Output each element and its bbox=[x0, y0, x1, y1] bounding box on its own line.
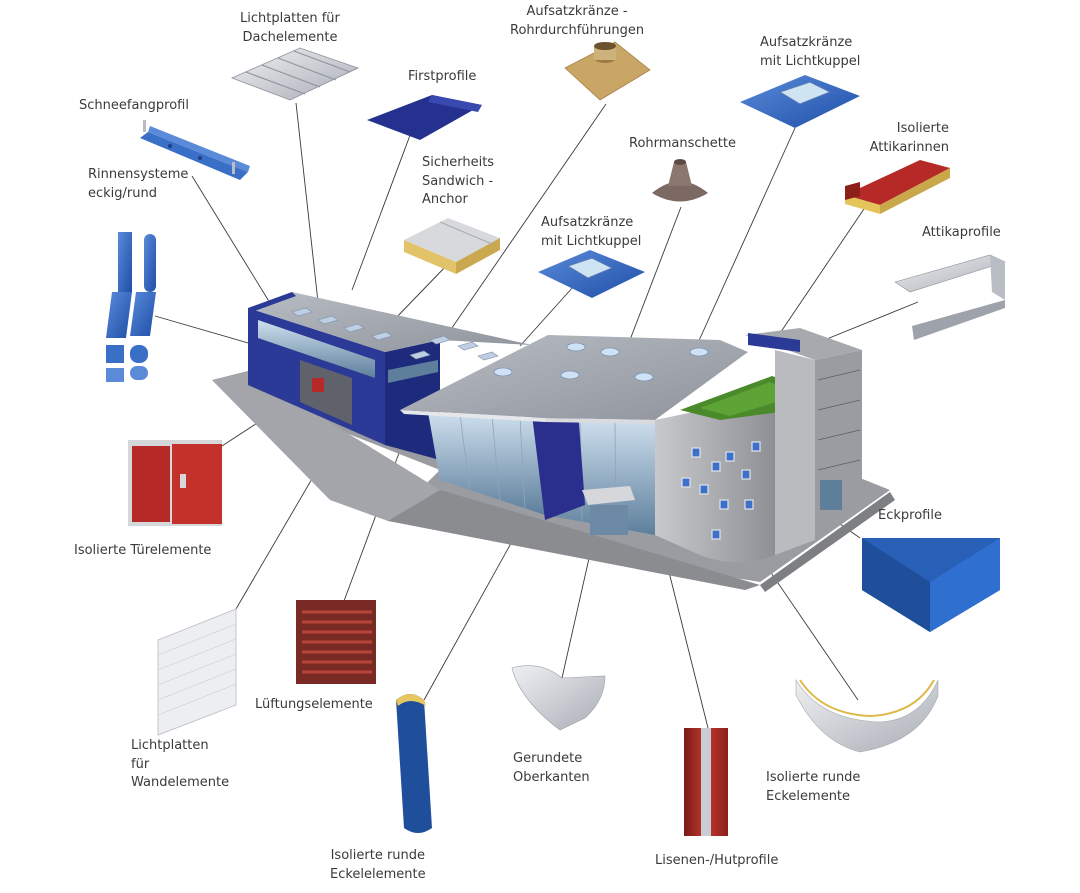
attikaprofile-icon bbox=[894, 254, 1006, 340]
leader-firstprofile bbox=[351, 121, 416, 291]
leader-gerundete bbox=[561, 544, 593, 679]
label-lisenen-hutprofile: Lisenen-/Hutprofile bbox=[655, 853, 779, 868]
blue-fin bbox=[532, 410, 585, 520]
leader-lichtplatten-dach bbox=[295, 102, 319, 303]
label-isolierte-runde-eckelemente-bottom: Isolierte runde Eckelelemente bbox=[330, 848, 426, 882]
leader-aufsatzkraenze-rohr bbox=[444, 103, 607, 339]
attikarinnen-icon bbox=[845, 160, 950, 214]
round-tower bbox=[655, 395, 775, 563]
label-firstprofile: Firstprofile bbox=[408, 69, 477, 84]
tuerelemente-icon bbox=[128, 440, 222, 526]
label-attikaprofile: Attikaprofile bbox=[922, 225, 1001, 240]
leader-rinnensysteme bbox=[154, 315, 256, 346]
lichtplatten-dach-icon bbox=[230, 47, 360, 101]
schneefangprofil-icon bbox=[140, 120, 250, 180]
leader-lisenen bbox=[663, 551, 709, 729]
glass-facade-left bbox=[428, 412, 545, 515]
label-aufsatzkraenze-lichtkuppel-mid: Aufsatzkränze mit Lichtkuppel bbox=[541, 215, 642, 249]
gerundete-oberkanten-icon bbox=[511, 665, 606, 731]
leader-attikaprofile bbox=[811, 301, 919, 346]
aufsatzkraenze-lichtkuppel-mid-icon bbox=[538, 250, 645, 298]
label-lueftungselemente: Lüftungselemente bbox=[255, 697, 373, 712]
label-lichtplatten-wand: Lichtplatten für Wandelemente bbox=[131, 738, 230, 790]
hall-roof bbox=[248, 292, 532, 352]
leader-aufsatzkraenze-top bbox=[696, 127, 796, 346]
label-rohrmanschette: Rohrmanschette bbox=[629, 136, 736, 151]
label-isolierte-tuerelemente: Isolierte Türelemente bbox=[74, 543, 212, 558]
eckprofile-icon bbox=[862, 538, 1000, 632]
firstprofile-icon bbox=[367, 95, 482, 140]
label-isolierte-attikarinnen: Isolierte Attikarinnen bbox=[869, 121, 949, 155]
aufsatzkraenze-lichtkuppel-top-icon bbox=[740, 75, 860, 128]
label-isolierte-runde-eckelemente-right: Isolierte runde Eckelemente bbox=[766, 770, 861, 804]
label-rinnensysteme: Rinnensysteme eckig/rund bbox=[88, 167, 189, 201]
leader-rohrmanschette bbox=[627, 206, 682, 346]
leader-attikarinnen bbox=[769, 202, 869, 349]
building bbox=[212, 292, 895, 592]
sicherheits-anchor-icon bbox=[404, 218, 500, 274]
lichtplatten-wand-icon bbox=[157, 608, 237, 736]
runde-eckelemente-right-icon bbox=[795, 678, 939, 753]
lueftungselemente-icon bbox=[296, 600, 376, 684]
runde-eckelemente-bottom-icon bbox=[396, 694, 432, 833]
leader-sicherheits bbox=[391, 263, 449, 323]
lisenen-hutprofile-icon bbox=[684, 728, 728, 836]
rinnensysteme-icon bbox=[106, 232, 156, 382]
label-lichtplatten-dach: Lichtplatten für Dachelemente bbox=[240, 11, 340, 45]
aufsatzkraenze-rohr-icon bbox=[564, 41, 651, 101]
label-sicherheits-anchor: Sicherheits Sandwich - Anchor bbox=[422, 155, 495, 207]
leader-schneefang bbox=[191, 175, 271, 304]
right-building bbox=[775, 350, 815, 555]
label-schneefangprofil: Schneefangprofil bbox=[79, 98, 189, 113]
label-aufsatzkraenze-rohr: Aufsatzkränze - Rohrdurchführungen bbox=[510, 4, 645, 38]
label-aufsatzkraenze-lichtkuppel-top: Aufsatzkränze mit Lichtkuppel bbox=[760, 35, 861, 69]
label-eckprofile: Eckprofile bbox=[878, 508, 942, 523]
rohrmanschette-icon bbox=[652, 159, 708, 202]
label-gerundete-oberkanten: Gerundete Oberkanten bbox=[513, 751, 590, 785]
